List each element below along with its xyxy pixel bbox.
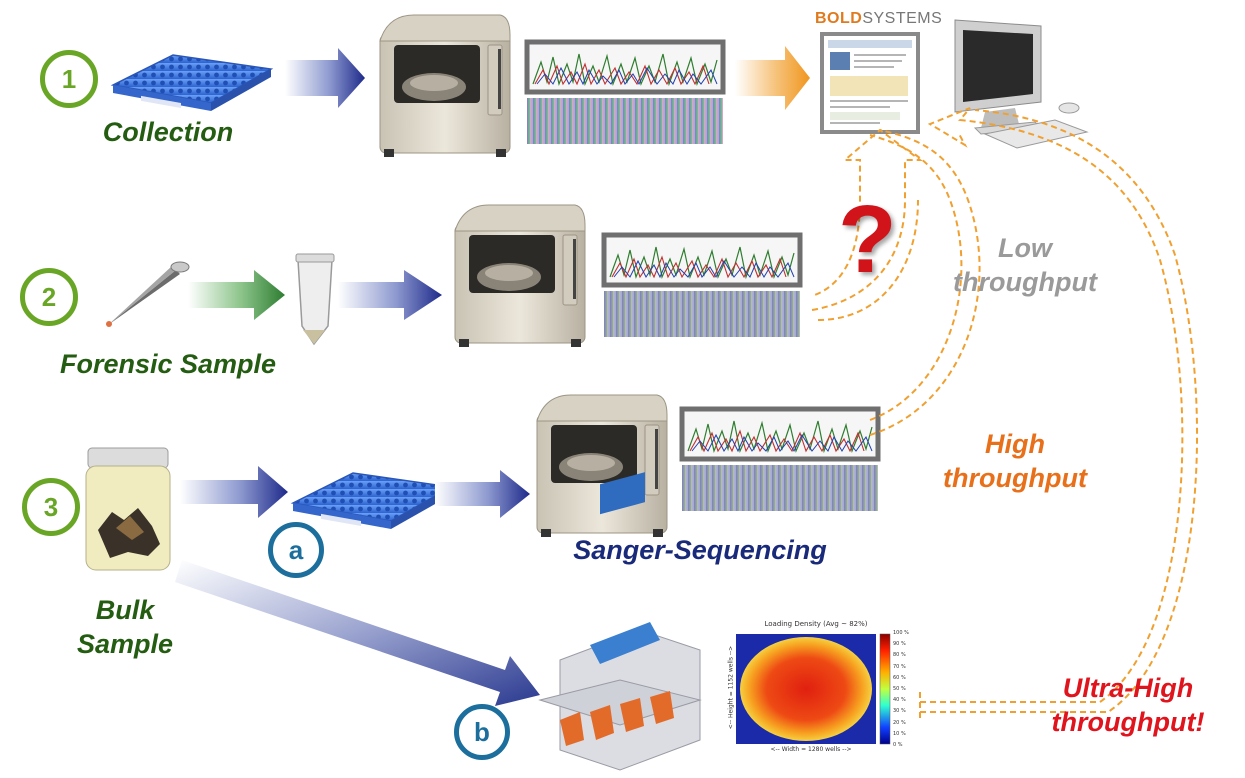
substep-a-letter: a: [288, 534, 304, 565]
heatmap-colorbar-ticks: 100 % 90 % 80 % 70 % 60 % 50 % 40 % 30 % 20 % 10 …: [893, 630, 923, 748]
well-plate-2: [292, 472, 452, 530]
step-2-badge: 2: [20, 268, 78, 326]
bold-screenshot: [820, 32, 920, 134]
step-1-number: 1: [61, 63, 77, 94]
ultra-high-line2: throughput!: [1051, 706, 1205, 737]
substep-b-letter: b: [474, 716, 490, 747]
arrow-bulk-to-ngs: [175, 560, 540, 706]
colorbar-tick: 90 %: [893, 641, 906, 648]
arrow-to-bold: [735, 46, 810, 110]
bold-systems-logo: BOLDSYSTEMS: [815, 10, 942, 28]
high-throughput-label: High throughput: [900, 428, 1130, 496]
sanger-sequencing-label: Sanger-Sequencing: [573, 535, 827, 565]
step-2-number: 2: [41, 281, 57, 312]
colorbar-tick: 20 %: [893, 719, 906, 726]
arrow-collection-to-sequencer: [285, 48, 365, 108]
bold-logo-part2: SYSTEMS: [862, 10, 943, 27]
colorbar-tick: 100 %: [893, 630, 909, 636]
low-throughput-line2: throughput: [953, 266, 1097, 297]
colorbar-tick: 50 %: [893, 685, 906, 692]
substep-b-badge: b: [454, 704, 510, 760]
loading-density-heatmap: [736, 633, 891, 745]
computer: [954, 19, 1089, 149]
sequencer-2: [454, 204, 586, 348]
colorbar-tick: 30 %: [893, 708, 906, 715]
colorbar-tick: 10 %: [893, 730, 906, 737]
heatmap-y-label: <-- Height = 1152 wells -->: [727, 645, 735, 730]
bulk-sample-line2: Sample: [76, 628, 174, 659]
colorbar-tick: 70 %: [893, 663, 906, 670]
ultra-high-throughput-label: Ultra-High throughput!: [1018, 672, 1238, 740]
bulk-sample-label: Bulk Sample: [60, 594, 190, 662]
heatmap-x-label: <-- Width = 1280 wells -->: [770, 746, 852, 753]
question-mark: ?: [838, 186, 897, 293]
colorbar-tick: 60 %: [893, 674, 906, 681]
arrow-tube-to-sequencer: [338, 270, 442, 320]
colorbar-tick: 80 %: [893, 652, 906, 659]
high-throughput-line1: High: [985, 429, 1045, 459]
heatmap-title: Loading Density (Avg ~ 82%): [764, 620, 868, 628]
forensic-sample-label: Forensic Sample: [59, 349, 277, 379]
chromatogram-1: [527, 42, 723, 144]
step-3-number: 3: [43, 491, 59, 522]
bold-logo-part1: BOLD: [815, 10, 863, 27]
collection-label: Collection: [102, 117, 234, 147]
sequencer-3: [536, 394, 668, 538]
arrow-bulk-to-plate: [180, 466, 288, 518]
high-throughput-line2: throughput: [943, 462, 1087, 493]
microtube: [295, 253, 335, 346]
feedback-arrows: [811, 107, 1199, 722]
well-plate-1: [112, 54, 272, 112]
sequencer-1: [379, 14, 511, 158]
step-1-badge: 1: [40, 50, 98, 108]
ultra-high-line1: Ultra-High: [1062, 673, 1194, 703]
step-3-badge: 3: [22, 478, 80, 536]
bulk-sample-jar: [85, 447, 171, 571]
ngs-instrument: [538, 472, 702, 771]
chromatogram-3: [682, 409, 878, 511]
colorbar-tick: 0 %: [893, 741, 903, 748]
arrow-forensic-to-tube: [188, 270, 285, 320]
low-throughput-line1: Low: [998, 233, 1052, 263]
chromatogram-2: [604, 235, 800, 337]
low-throughput-label: Low throughput: [905, 232, 1145, 300]
arrow-plate-to-sequencer: [435, 470, 530, 518]
bulk-sample-line1: Bulk: [95, 595, 155, 625]
colorbar-tick: 40 %: [893, 697, 906, 704]
substep-a-badge: a: [268, 522, 324, 578]
tweezers: [106, 261, 190, 327]
